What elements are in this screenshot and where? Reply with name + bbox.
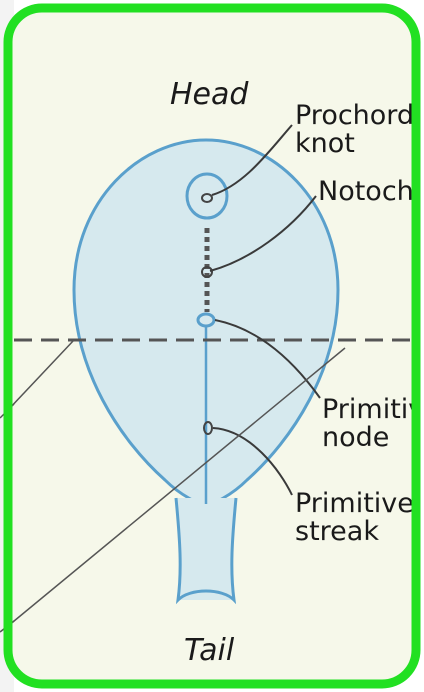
primitive-node-label-line1: Primitive — [322, 394, 424, 425]
connecting-stalk-fill — [176, 498, 236, 600]
tail-label: Tail — [184, 633, 235, 668]
notochord-label: Notochord — [318, 176, 424, 207]
head-label: Head — [170, 77, 249, 112]
primitive-streak-label-line1: Primitive — [295, 488, 414, 519]
prochordal-label-line1: Prochordal — [295, 100, 424, 131]
primitive-streak-label-line2: streak — [295, 516, 379, 547]
prochordal-label-line2: knot — [295, 128, 355, 159]
primitive-node-label-line2: node — [322, 422, 389, 453]
